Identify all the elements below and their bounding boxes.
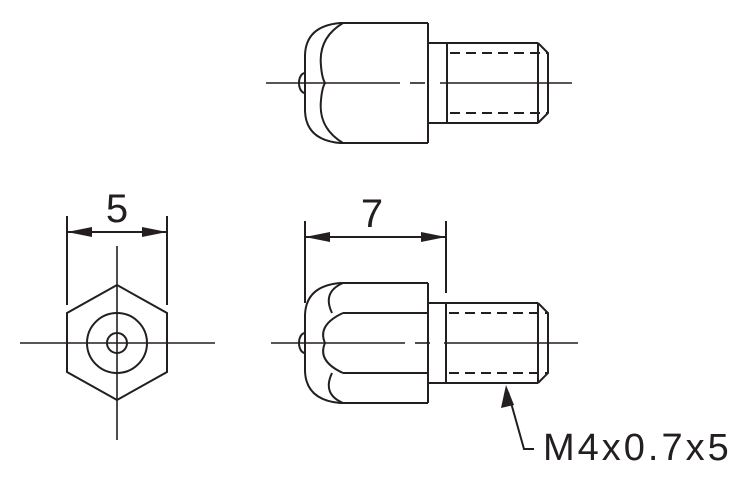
facet-arc	[327, 282, 344, 314]
nub	[298, 332, 306, 354]
arrow-right	[142, 227, 167, 237]
arrow-right	[421, 232, 446, 242]
dimension-hex-width: 5	[106, 187, 128, 231]
center-circle	[106, 332, 128, 354]
outer-circle	[86, 312, 148, 374]
nub	[298, 72, 306, 94]
arrow-left	[305, 232, 330, 242]
arrow-left	[67, 227, 92, 237]
leader-line	[507, 391, 534, 450]
facet-arc	[327, 372, 344, 404]
hexagon	[66, 283, 168, 402]
leader-arrow	[501, 385, 514, 408]
end-view-hex: 5	[20, 187, 215, 440]
bottom-side-view: 7	[271, 192, 578, 404]
facet-arc	[322, 312, 344, 374]
thread-spec-label: M4x0.7x5	[543, 427, 732, 469]
thread-callout: M4x0.7x5	[501, 385, 732, 469]
inner-arc	[319, 22, 344, 144]
dome-outline	[304, 282, 341, 404]
top-side-view	[266, 22, 572, 144]
dimension-body-length: 7	[361, 192, 383, 236]
dome-outline	[304, 22, 341, 144]
